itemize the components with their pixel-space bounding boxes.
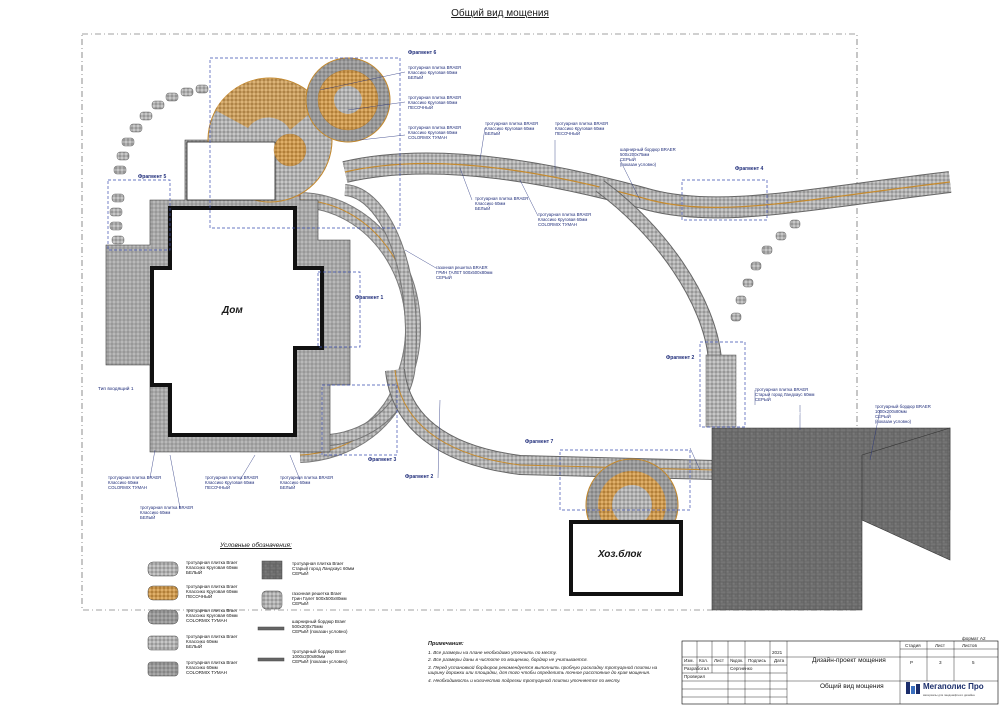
notes-list: 1. Все размеры на плане необходимо уточн… (428, 650, 658, 683)
fragment-2-label-a: Фрагмент 2 (405, 474, 434, 480)
branch-path (596, 181, 721, 361)
fragment-2-label-b: Фрагмент 2 (666, 355, 695, 361)
tb-sheet-title: Общий вид мощения (820, 683, 884, 690)
page-title: Общий вид мощения (451, 8, 549, 19)
main-path-border (344, 162, 951, 209)
tb-col-4: №док. (730, 658, 744, 663)
main-path (342, 153, 952, 218)
fragment-4-label: Фрагмент 4 (735, 166, 764, 172)
fragment-6-label: Фрагмент 6 (408, 50, 437, 56)
fragment-1-label: Фрагмент 1 (355, 295, 384, 301)
stepping-stones-right (730, 219, 801, 322)
tb-col-6: Дата (774, 658, 785, 663)
bottom-path (386, 368, 716, 479)
brand-name: Мегаполис Про (923, 682, 984, 691)
fragment-3-label: Фрагмент 3 (368, 457, 397, 463)
tb-stage-label: Стадия (905, 643, 921, 648)
legend-swatches (147, 560, 285, 677)
format-label: формат А2 (962, 636, 986, 641)
tb-sheets: 5 (972, 660, 975, 665)
entrance-1-label: Тип входящий 1 (98, 387, 134, 392)
brand-subtitle: материалы для ландшафтного дизайна (923, 693, 975, 697)
stepping-stones-left (109, 84, 209, 245)
sand-sector (215, 78, 320, 130)
fragment-5-label: Фрагмент 5 (138, 174, 167, 180)
fragment-7-label: Фрагмент 7 (525, 439, 554, 445)
shed-outline (569, 520, 683, 596)
tb-col-5: Подпись (748, 658, 767, 663)
shed-label: Хоз.блок (598, 549, 642, 560)
leader-lines (149, 71, 881, 509)
connector-path (705, 354, 737, 428)
house-outline (150, 206, 324, 437)
house-label: Дом (222, 305, 243, 316)
site-boundary (81, 33, 858, 611)
legend-title: Условные обозначения: (220, 542, 292, 549)
tb-col-2: Кол. (699, 658, 709, 663)
tb-stage: Р (910, 660, 914, 665)
bottom-path-outer (385, 368, 716, 480)
tb-role-checked: Проверил (684, 674, 706, 679)
tb-year: 2021 (772, 650, 783, 655)
loop-path (329, 185, 416, 445)
tb-col-3: Лист (714, 658, 724, 663)
title-block-frame (681, 640, 999, 705)
tb-sheet: 3 (939, 660, 942, 665)
tb-col-1: Изм. (684, 658, 694, 663)
tb-developer-name: Сергиенко (730, 666, 753, 671)
tb-sheet-label: Лист (935, 643, 945, 648)
tb-sheets-label: Листов (962, 643, 977, 648)
notes-title: Примечания: (428, 641, 464, 647)
tb-project: Дизайн-проект мощения (812, 657, 886, 664)
fragment-boxes (107, 57, 768, 511)
entrance-2-label: Тип входящий 2 (798, 412, 834, 417)
bottom-path-border (394, 369, 716, 471)
brand-logo-icon (906, 682, 920, 694)
title-block-grid (682, 641, 998, 704)
tb-role-developed: Разработал (684, 666, 710, 671)
